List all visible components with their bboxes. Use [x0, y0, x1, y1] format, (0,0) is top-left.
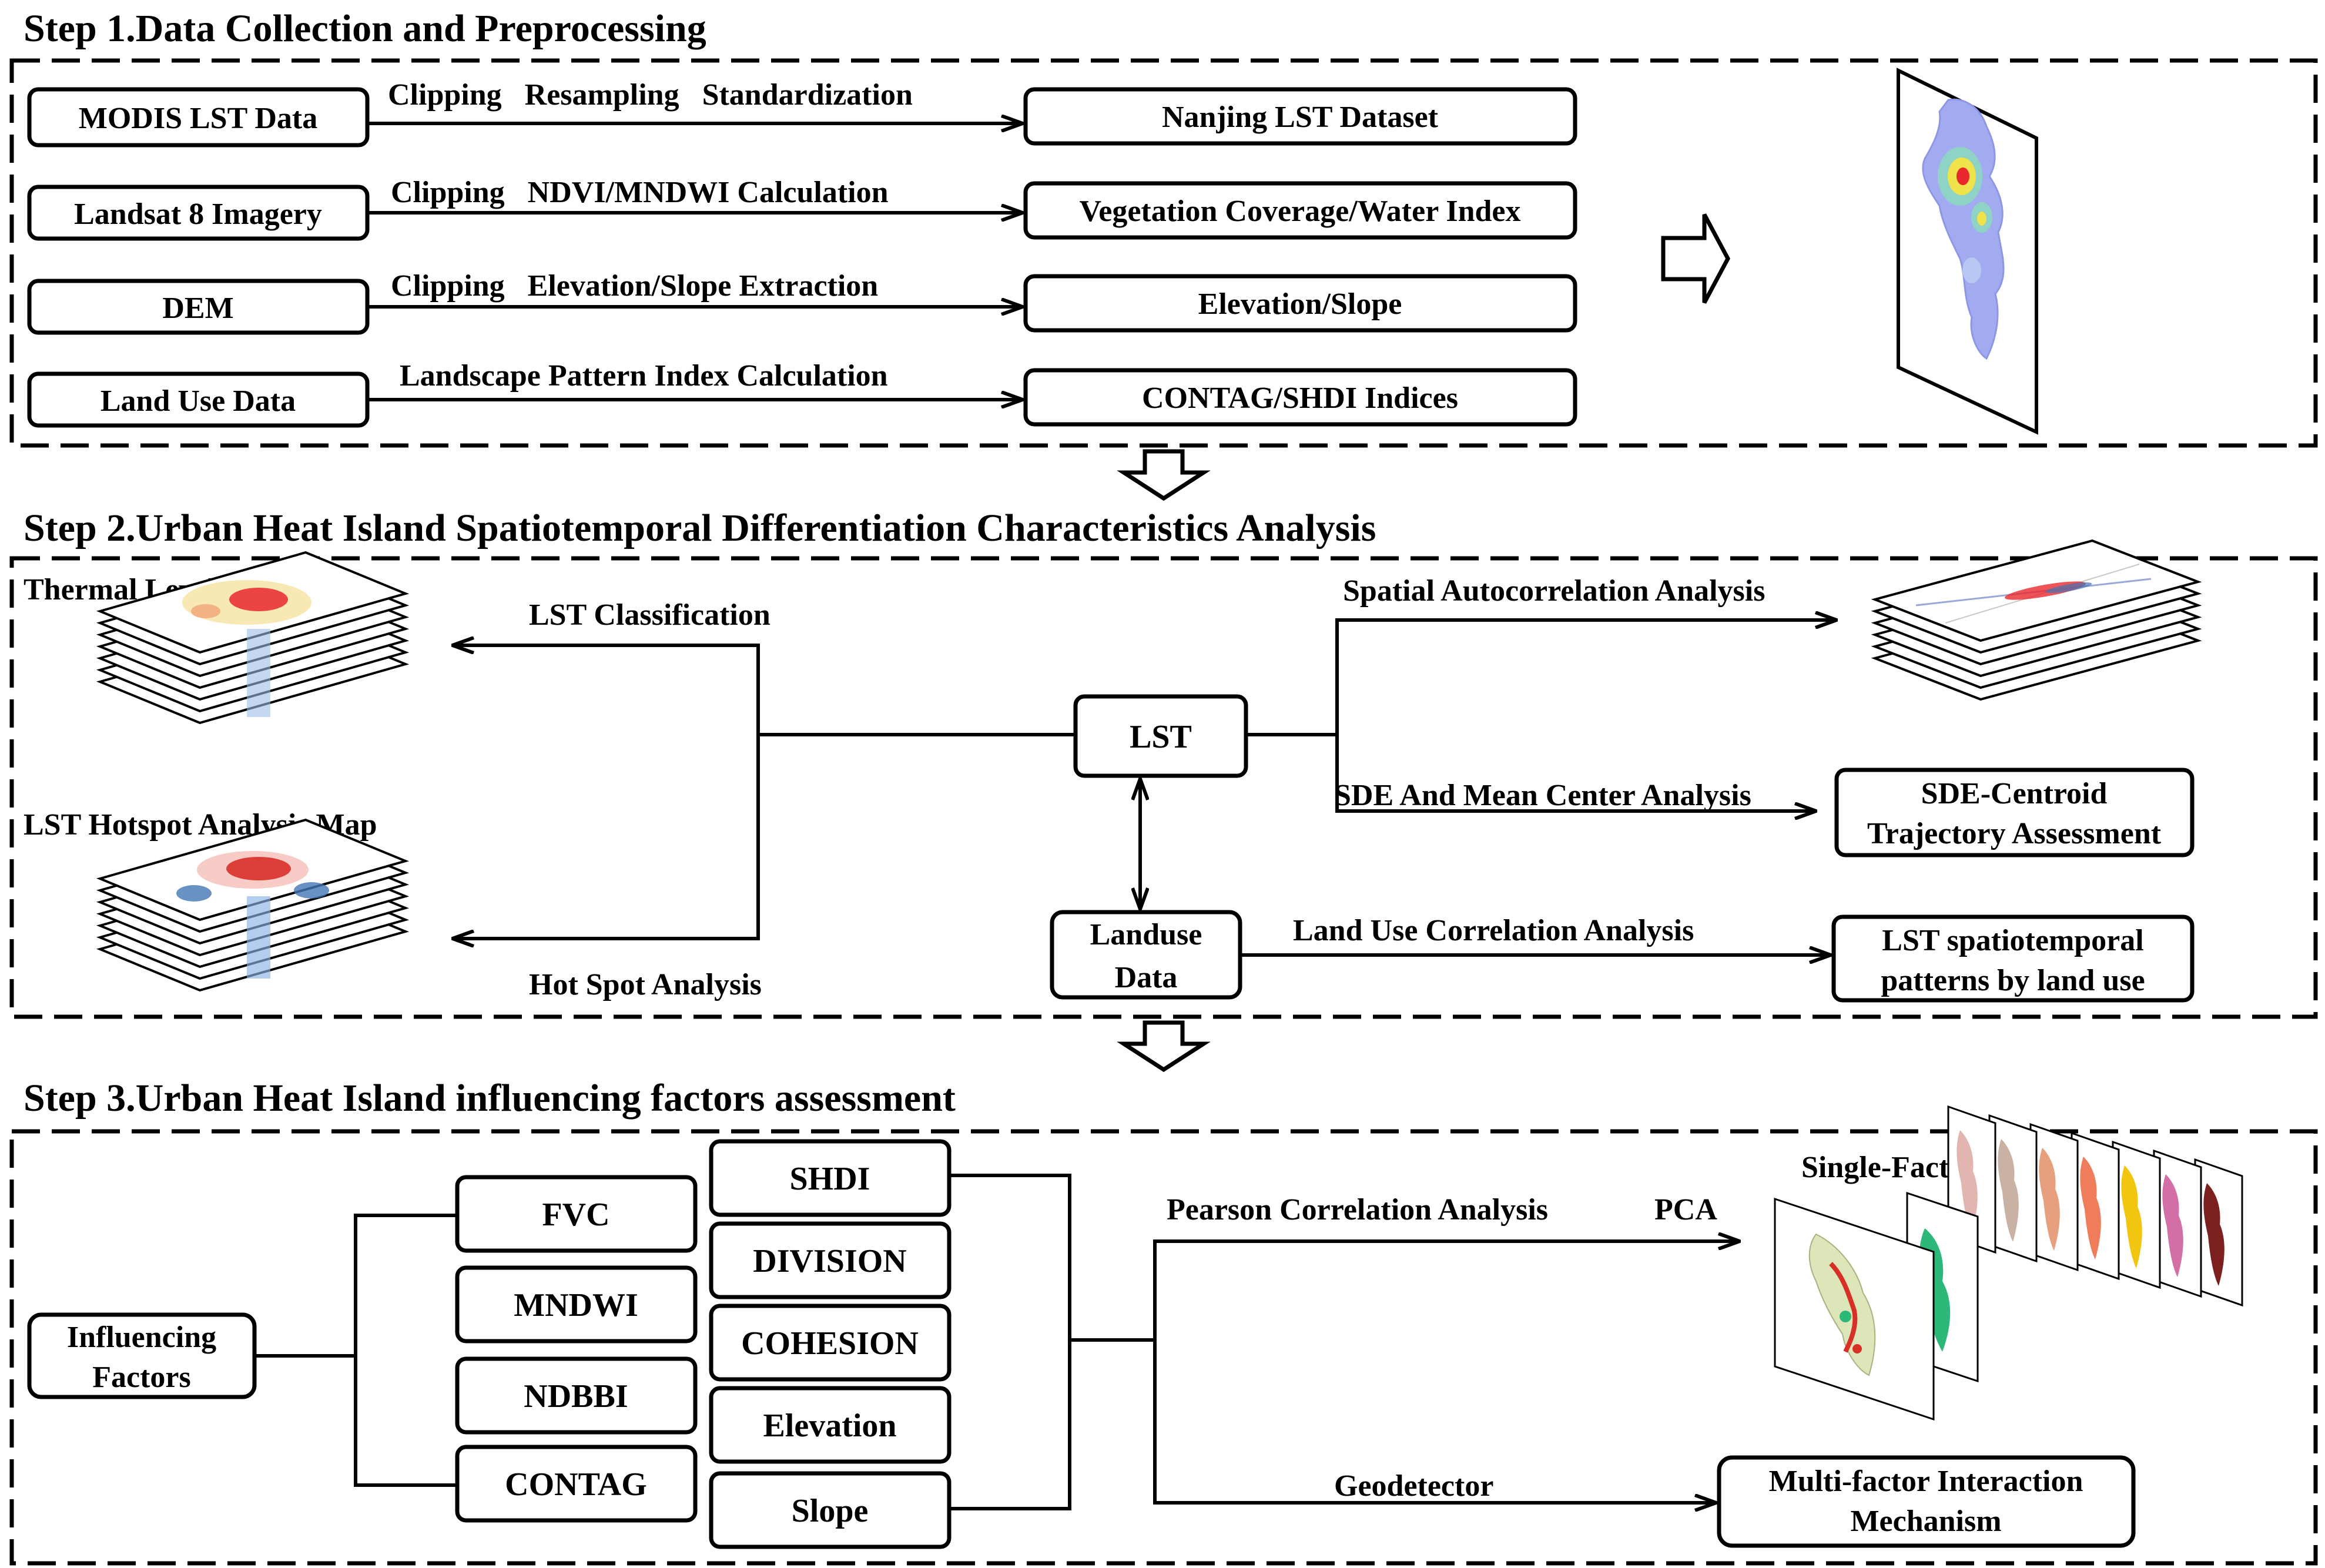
factor-label-fvc: FVC	[542, 1197, 609, 1233]
factor-label-shdi: SHDI	[790, 1161, 870, 1197]
factor-label-cohesion: COHESION	[741, 1325, 919, 1362]
factor-box-division	[709, 1221, 952, 1299]
output-label-landsat: Vegetation Coverage/Water Index	[1079, 195, 1520, 228]
factor-map-7	[2112, 1140, 2161, 1289]
step1-title: Step 1.Data Collection and Preprocessing	[24, 7, 706, 50]
pearson-label: Pearson Correlation Analysis	[1167, 1193, 1548, 1227]
multi-factor-line1: Multi-factor Interaction	[1769, 1465, 2083, 1498]
landuse-output-line2: patterns by land use	[1881, 964, 2145, 997]
output-label-dem: Elevation/Slope	[1198, 287, 1402, 321]
process-label-landuse: Landscape Pattern Index Calculation	[400, 359, 888, 393]
landuse-output-box	[1831, 914, 2195, 1003]
step3-title: Step 3.Urban Heat Island influencing fac…	[24, 1077, 956, 1120]
multi-factor-box	[1717, 1455, 2136, 1548]
connector-to-single-factor	[1153, 1241, 1740, 1340]
factor-label-slope: Slope	[792, 1493, 869, 1529]
hollow-arrow-down-2	[1117, 1020, 1211, 1073]
output-box-landuse	[1023, 368, 1577, 427]
multi-factor-line2: Mechanism	[1850, 1505, 2001, 1538]
bracket-group-b	[949, 1174, 1071, 1510]
factor-label-contag: CONTAG	[505, 1466, 647, 1503]
output-label-modis: Nanjing LST Dataset	[1162, 100, 1439, 134]
step3-frame	[9, 1129, 2318, 1566]
factor-map-4	[1988, 1114, 2038, 1263]
source-box-modis	[27, 87, 370, 148]
landuse-correlation-label: Land Use Correlation Analysis	[1293, 914, 1694, 947]
pca-label: PCA	[1654, 1193, 1717, 1227]
process-label-dem: Clipping Elevation/Slope Extraction	[391, 269, 878, 303]
nanjing-lst-map-icon	[1897, 68, 2038, 435]
factor-label-division: DIVISION	[753, 1243, 906, 1279]
connector-to-autocorr	[1335, 620, 1837, 735]
source-label-landuse: Land Use Data	[100, 384, 296, 418]
sde-output-line2: Trajectory Assessment	[1867, 817, 2162, 850]
thermal-level-map-stack	[96, 551, 410, 725]
source-label-modis: MODIS LST Data	[79, 102, 317, 135]
step2-title: Step 2.Urban Heat Island Spatiotemporal …	[24, 507, 1376, 550]
connector-to-geodetector	[1153, 1340, 1716, 1503]
landuse-node-line2: Data	[1115, 961, 1178, 994]
step2-frame	[9, 556, 2318, 1019]
sde-output-box	[1834, 768, 2195, 857]
factor-map-1	[1774, 1197, 1935, 1421]
factor-label-mndwi: MNDWI	[514, 1287, 638, 1324]
hollow-arrow-right	[1661, 213, 1730, 304]
process-label-landsat: Clipping NDVI/MNDWI Calculation	[391, 176, 889, 209]
source-label-landsat: Landsat 8 Imagery	[74, 197, 322, 231]
connector-to-thermal	[453, 645, 760, 735]
factor-box-elevation	[709, 1386, 952, 1464]
landuse-node-line1: Landuse	[1090, 918, 1202, 951]
factor-box-mndwi	[455, 1265, 698, 1343]
output-box-dem	[1023, 274, 1577, 333]
lst-node-label: LST	[1130, 719, 1192, 755]
sde-output-line1: SDE-Centroid	[1921, 777, 2108, 810]
landuse-output-line1: LST spatiotemporal	[1882, 924, 2143, 957]
output-label-landuse: CONTAG/SHDI Indices	[1142, 381, 1458, 415]
sde-analysis-label: SDE And Mean Center Analysis	[1334, 779, 1751, 812]
factor-map-8	[2153, 1149, 2202, 1298]
source-label-dem: DEM	[162, 292, 233, 325]
output-box-modis	[1023, 87, 1577, 146]
bracket-group-a	[354, 1214, 457, 1487]
process-label-modis: Clipping Resampling Standardization	[388, 78, 913, 112]
factor-box-contag	[455, 1445, 698, 1523]
geodetector-label: Geodetector	[1334, 1469, 1493, 1503]
hot-spot-analysis-label: Hot Spot Analysis	[529, 968, 762, 1001]
spatial-autocorr-label: Spatial Autocorrelation Analysis	[1343, 574, 1765, 608]
connector-to-hotspot	[453, 735, 760, 939]
lst-classification-label: LST Classification	[529, 598, 770, 632]
hollow-arrow-down-1	[1117, 449, 1211, 501]
influencing-line2: Factors	[92, 1361, 190, 1394]
factor-box-cohesion	[709, 1304, 952, 1382]
hotspot-map-stack	[96, 818, 410, 992]
step1-frame	[9, 58, 2318, 448]
single-factor-maps-icon	[1774, 1105, 2243, 1421]
factor-box-ndbbi	[455, 1356, 698, 1435]
factor-box-fvc	[455, 1175, 698, 1253]
factor-map-6	[2071, 1131, 2120, 1281]
output-box-landsat	[1023, 181, 1577, 240]
factor-map-9	[2194, 1158, 2243, 1307]
factor-label-elevation: Elevation	[763, 1408, 896, 1444]
autocorrelation-map-stack	[1871, 539, 2202, 701]
factor-box-shdi	[709, 1139, 952, 1217]
influencing-line1: Influencing	[67, 1321, 216, 1354]
factor-label-ndbbi: NDBBI	[524, 1378, 628, 1415]
connector-to-sde	[1335, 735, 1816, 811]
factor-map-5	[2029, 1123, 2079, 1272]
